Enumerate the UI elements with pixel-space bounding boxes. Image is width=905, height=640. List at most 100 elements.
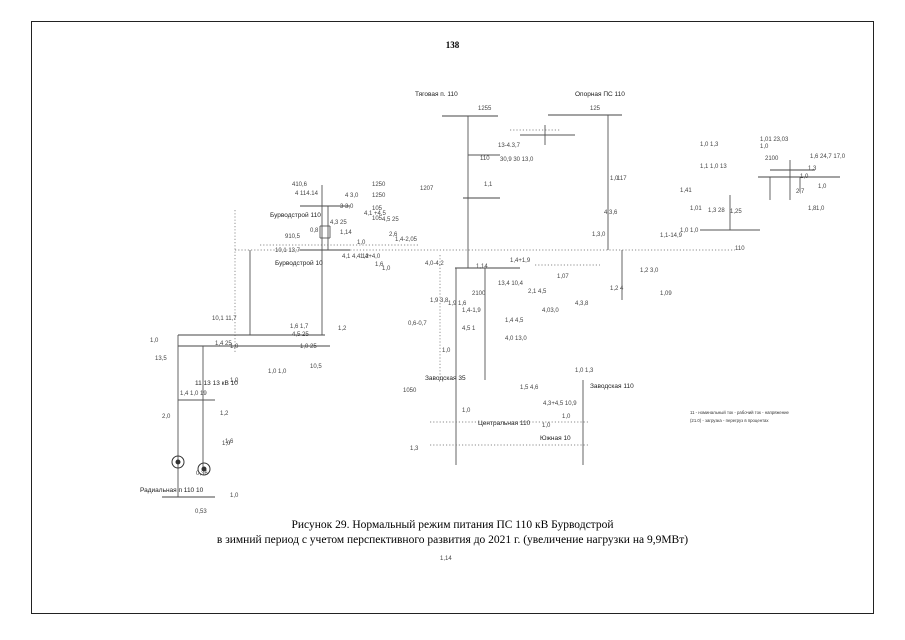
diagram-label: 1,0 — [816, 206, 825, 212]
diagram-label: 1,09 — [660, 291, 672, 297]
diagram-label: 1,0 — [222, 441, 231, 447]
transformer-symbols — [171, 455, 211, 476]
diagram-label: 1,4 4,5 — [505, 318, 524, 324]
diagram-label: 10,5 — [310, 364, 322, 370]
diagram-label: 0,8 — [310, 228, 319, 234]
diagram-label: 3 3,0 — [340, 204, 354, 210]
diagram-label: 4 3,0 — [345, 193, 359, 199]
diagram-label: 1,4+4,0 — [360, 254, 381, 260]
diagram-label: 1250 — [372, 182, 386, 188]
diagram-label: 1,1 — [484, 182, 493, 188]
busbars — [162, 114, 840, 498]
diagram-label: 30,9 30 13,0 — [500, 157, 534, 163]
diagram-label: 11 13 13 кВ 10 — [195, 380, 238, 387]
diagram-label: 4 114.14 — [295, 191, 319, 197]
diagram-label: 1,0 25 — [300, 344, 317, 350]
transformer-left — [171, 455, 185, 469]
diagram-label: 4,3+4,5 10,9 — [543, 401, 577, 407]
diagram-label: 1,3 — [808, 166, 817, 172]
diagram-label: 1,25 — [730, 209, 742, 215]
diagram-label: Бурводстрой 110 — [270, 211, 321, 219]
diagram-label: 4,3,6 — [604, 210, 618, 216]
diagram-label: 4,5 25 — [292, 332, 309, 338]
diagram-label: 1,0 — [357, 240, 366, 246]
diagram-label: 910,5 — [285, 234, 301, 240]
diagram-label: 0,36 — [196, 471, 208, 477]
diagram-label: 1207 — [420, 186, 434, 192]
diagram-label: Заводская 35 — [425, 375, 466, 382]
diagram-label: 4,5 1 — [462, 326, 476, 332]
diagram-label: 1,2 — [338, 326, 347, 332]
diagram-label: 1,5 4,6 — [520, 385, 539, 391]
diagram-label: Центральная 110 — [478, 420, 531, 427]
caption-line-2: в зимний период с учетом перспективного … — [216, 534, 689, 546]
diagram-label: 1,6 1,7 — [290, 324, 309, 330]
diagram-label: 410,6 — [292, 182, 308, 188]
diagram-label: Опорная ПС 110 — [575, 91, 625, 98]
diagram-label: Тяговая п. 110 — [415, 91, 458, 98]
diagram-label: 2,6 — [389, 232, 398, 238]
diagram-label: 1,0 — [462, 408, 471, 414]
legend-line-1: 11 - номинальный ток - рабочий ток - нап… — [690, 410, 790, 415]
diagram-label: 1,0 — [760, 144, 769, 150]
diagram-label: 1,0 — [150, 338, 159, 344]
diagram-label: 1,0 — [818, 184, 827, 190]
diagram-label: 1,9 3,8 — [430, 298, 449, 304]
diagram-label: 4,3 25 — [330, 220, 347, 226]
diagram-label: 1,0 — [230, 493, 239, 499]
diagram-label: 1,6 24,7 17,0 — [810, 154, 846, 160]
diagram-label: 2,1 4,5 — [528, 289, 547, 295]
diagram-label: 1,01 23,03 — [760, 137, 789, 143]
diagram-label: 1,0 — [230, 378, 239, 384]
page-number: 138 — [445, 40, 460, 50]
diagram-label: 1,6 — [375, 262, 384, 268]
diagram-label: 125 — [590, 106, 601, 112]
diagram-label: 1,1-14,9 — [660, 233, 683, 239]
diagram-label: 10,1 11,7 — [212, 316, 237, 322]
diagram-label: 1,0 — [230, 344, 239, 350]
diagram-label: 1,4-2,05 — [395, 237, 418, 243]
diagram-label: 4,1 4,4 12 — [342, 254, 369, 260]
diagram-label: Бурводстрой 10 — [275, 259, 323, 267]
legend-line-2: (21.0) - загрузка - перегруз в процентах — [690, 418, 769, 423]
diagram-label: 2100 — [765, 156, 779, 162]
diagram-label: 4,3,8 — [575, 301, 589, 307]
diagram-label: 1,07 — [557, 274, 569, 280]
diagram-label: 1,4 1,0 19 — [180, 391, 207, 397]
diagram-label: 117 — [617, 176, 627, 182]
diagram-label: 1,4-1,9 — [462, 308, 481, 314]
diagram-label: Южная 10 — [540, 435, 571, 442]
diagram-label: 1,0 1,3 — [700, 142, 719, 148]
diagram-label: 1,0 1,0 — [680, 228, 699, 234]
diagram-label: 1,0 — [442, 348, 451, 354]
diagram-label: 1,1 1,0 13 — [700, 164, 727, 170]
diagram-label: 105 — [372, 206, 383, 212]
diagram-label: 1,3 28 — [708, 208, 725, 214]
diagram-label: 110 — [735, 246, 745, 252]
diagram-label: 1,6 — [225, 439, 234, 445]
diagram-label: 1,2 — [220, 411, 229, 417]
diagram-label: 1,01 — [690, 206, 702, 212]
diagram-label: 2,7 — [796, 189, 805, 195]
diagram-label: 1,3,0 — [592, 232, 606, 238]
diagram-label: 4,0-4,2 — [425, 261, 444, 267]
diagram-label: 1,14 — [440, 556, 452, 562]
diagram-label: 4,0 13,0 — [505, 336, 527, 342]
diagram-label: 13-4.3,7 — [498, 143, 521, 149]
diagram-label: 4,03,0 — [542, 308, 559, 314]
diagram-label: 105 — [372, 216, 383, 222]
diagram-label: 1,0 — [542, 423, 551, 429]
diagram-label: 13,4 10,4 — [498, 281, 524, 287]
diagram-label: 0,53 — [195, 509, 207, 515]
diagram-label: 110 — [480, 156, 490, 162]
diagram-label: 1,9 1,6 — [448, 301, 467, 307]
diagram-label: 1,4+1,9 — [510, 258, 531, 264]
diagram-label: 1,3 — [410, 446, 419, 452]
diagram-label: 10,1 13,7 — [275, 248, 301, 254]
diagram-label: 1,14 — [476, 264, 488, 270]
diagram-label: 1,0 — [800, 174, 809, 180]
page-frame — [31, 21, 874, 614]
diagram-label: 1,2 4 — [610, 286, 624, 292]
diagram-label: 1,0 — [610, 176, 619, 182]
